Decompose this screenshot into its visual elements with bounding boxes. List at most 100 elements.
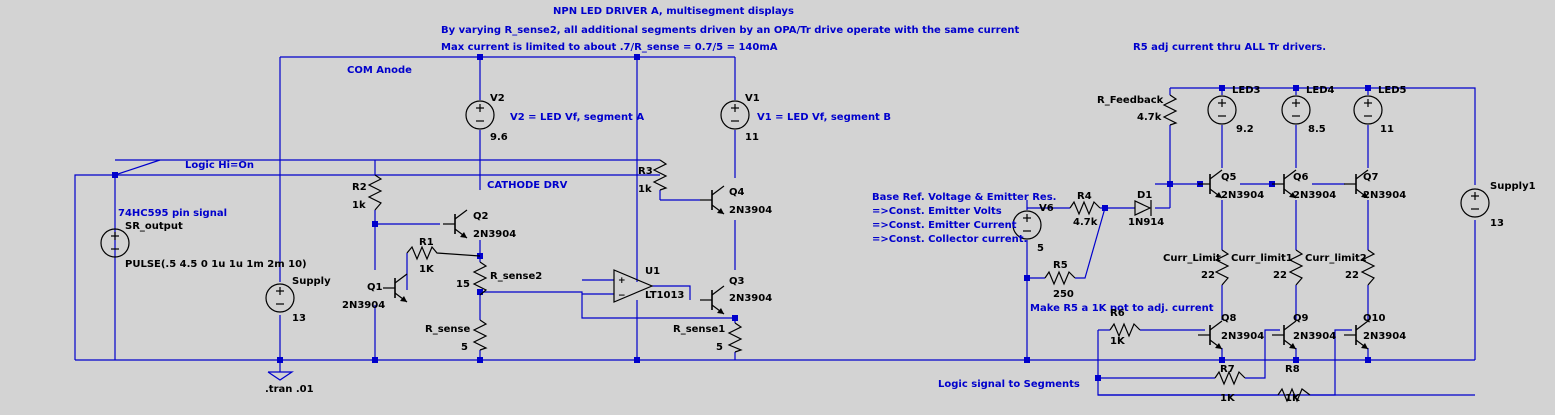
transistor-q2[interactable]: [442, 209, 468, 239]
v6-value: 5: [1037, 243, 1044, 254]
resistor-curr-limit1[interactable]: [1288, 249, 1304, 286]
resistor-r3[interactable]: [652, 159, 668, 191]
curr-limit-name: Curr_Limit: [1163, 253, 1221, 264]
source-led4[interactable]: [1281, 95, 1311, 125]
r2-name: R2: [352, 182, 367, 193]
tran-directive: .tran .01: [265, 384, 314, 395]
diode-d1[interactable]: [1134, 200, 1152, 216]
v2-note: V2 = LED Vf, segment A: [510, 112, 644, 123]
r-sense-value: 5: [461, 342, 468, 353]
q6-value: 2N3904: [1293, 190, 1336, 201]
q10-name: Q10: [1363, 313, 1385, 324]
q2-name: Q2: [473, 211, 489, 222]
q5-name: Q5: [1221, 172, 1237, 183]
q7-value: 2N3904: [1363, 190, 1406, 201]
source-v2[interactable]: [465, 100, 495, 130]
r4-name: R4: [1077, 191, 1092, 202]
q1-name: Q1: [367, 282, 383, 293]
r4-value: 4.7k: [1073, 217, 1098, 228]
desc-note-2: Max current is limited to about .7/R_sen…: [441, 42, 778, 53]
component-labels: SR_output PULSE(.5 4.5 0 1u 1u 1m 2m 10)…: [125, 85, 1536, 404]
base-ref-note-4: =>Const. Collector current.: [872, 234, 1027, 245]
r1-name: R1: [419, 237, 434, 248]
q6-name: Q6: [1293, 172, 1309, 183]
r5-name: R5: [1053, 260, 1068, 271]
source-supply[interactable]: [265, 283, 295, 313]
resistor-curr-limit2[interactable]: [1360, 249, 1376, 286]
transistor-q4[interactable]: [699, 185, 725, 215]
supply1-name: Supply1: [1490, 181, 1536, 192]
v6-name: V6: [1039, 203, 1054, 214]
q4-value: 2N3904: [729, 205, 772, 216]
make-r5-note: Make R5 a 1K pot to adj. current: [1030, 303, 1214, 314]
r-sense2-name: R_sense2: [490, 271, 542, 282]
r7-value: 1K: [1220, 393, 1236, 404]
q9-value: 2N3904: [1293, 331, 1336, 342]
opamp-u1[interactable]: + −: [613, 269, 654, 303]
q2-value: 2N3904: [473, 229, 516, 240]
base-ref-note-3: =>Const. Emitter Current: [872, 220, 1017, 231]
d1-value: 1N914: [1128, 217, 1164, 228]
q10-value: 2N3904: [1363, 331, 1406, 342]
resistor-r2[interactable]: [367, 174, 383, 211]
source-led5[interactable]: [1353, 95, 1383, 125]
led4-value: 8.5: [1308, 124, 1326, 135]
v1-name: V1: [745, 93, 760, 104]
resistor-r1[interactable]: [406, 245, 481, 261]
q9-name: Q9: [1293, 313, 1309, 324]
curr-limit2-name: Curr_limit2: [1305, 253, 1367, 264]
resistor-r-sense1[interactable]: [727, 322, 743, 353]
q3-value: 2N3904: [729, 293, 772, 304]
supply-value: 13: [292, 313, 306, 324]
svg-text:−: −: [618, 291, 626, 301]
svg-text:+: +: [618, 276, 626, 286]
resistor-r6[interactable]: [1109, 322, 1141, 338]
r7-name: R7: [1220, 364, 1235, 375]
q8-value: 2N3904: [1221, 331, 1264, 342]
com-anode-label: COM Anode: [347, 65, 412, 76]
r1-value: 1K: [419, 264, 435, 275]
led3-name: LED3: [1232, 85, 1261, 96]
source-supply1[interactable]: [1460, 188, 1490, 218]
source-v1[interactable]: [720, 100, 750, 130]
junctions: [112, 54, 1371, 381]
resistor-r7[interactable]: [1214, 370, 1246, 386]
base-ref-note-1: Base Ref. Voltage & Emitter Res.: [872, 192, 1056, 203]
v1-value: 11: [745, 132, 759, 143]
resistor-r5[interactable]: [1044, 270, 1076, 286]
logic-seg-note: Logic signal to Segments: [938, 379, 1080, 390]
v2-value: 9.6: [490, 132, 508, 143]
q8-name: Q8: [1221, 313, 1237, 324]
resistor-curr-limit[interactable]: [1214, 249, 1230, 286]
r-feedback-value: 4.7k: [1137, 112, 1162, 123]
resistor-r-feedback[interactable]: [1162, 94, 1178, 126]
annotations: NPN LED DRIVER A, multisegment displays …: [118, 6, 1326, 395]
u1-value: LT1013: [645, 290, 684, 301]
transistor-q5[interactable]: [1197, 169, 1223, 199]
logic-hi-label: Logic Hi=On: [185, 160, 254, 171]
r3-name: R3: [638, 166, 653, 177]
resistor-r4[interactable]: [1069, 200, 1101, 216]
r-sense1-name: R_sense1: [673, 324, 725, 335]
led3-value: 9.2: [1236, 124, 1254, 135]
wires-left: [74, 56, 1475, 381]
source-led3[interactable]: [1207, 95, 1237, 125]
transistor-q3[interactable]: [699, 285, 725, 315]
r-sense1-value: 5: [716, 342, 723, 353]
resistor-r-sense2[interactable]: [472, 261, 488, 296]
transistor-q8[interactable]: [1197, 320, 1223, 350]
r6-value: 1K: [1110, 336, 1126, 347]
q4-name: Q4: [729, 187, 745, 198]
supply1-value: 13: [1490, 218, 1504, 229]
q7-name: Q7: [1363, 172, 1379, 183]
transistor-q1[interactable]: [382, 273, 408, 303]
resistor-r8[interactable]: [1277, 387, 1311, 403]
r-feedback-name: R_Feedback: [1097, 95, 1164, 106]
resistor-r-sense[interactable]: [472, 319, 488, 351]
r-sense2-value: 15: [456, 279, 470, 290]
supply-name: Supply: [292, 276, 331, 287]
curr-limit1-value: 22: [1273, 270, 1287, 281]
cathode-drv-label: CATHODE DRV: [487, 180, 568, 191]
r6-name: R6: [1110, 308, 1125, 319]
